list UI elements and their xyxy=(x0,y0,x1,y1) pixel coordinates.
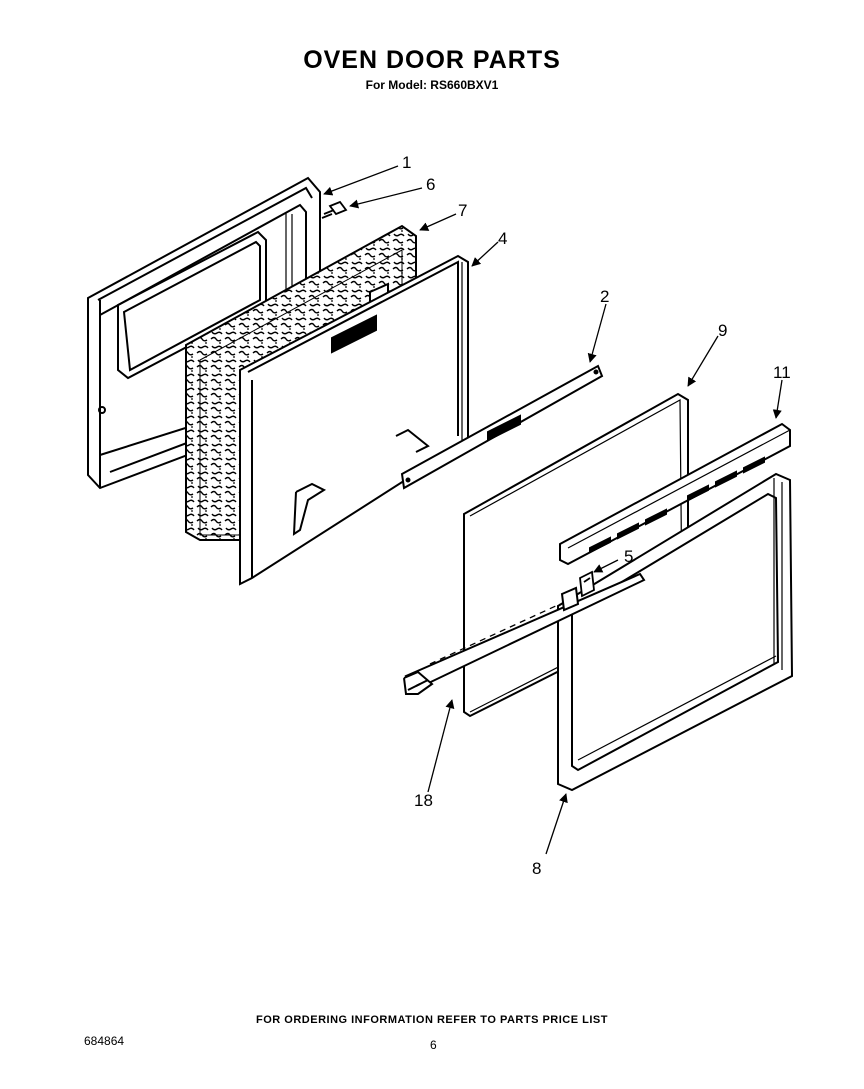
leader-lines xyxy=(323,165,783,855)
page-number: 6 xyxy=(430,1038,437,1052)
screw-part xyxy=(321,200,348,219)
callout-8: 8 xyxy=(532,859,541,878)
callout-2: 2 xyxy=(600,287,609,306)
callout-18: 18 xyxy=(414,791,433,810)
callout-9: 9 xyxy=(718,321,727,340)
model-subtitle: For Model: RS660BXV1 xyxy=(365,78,499,92)
inner-door-panel xyxy=(239,254,469,586)
callout-7: 7 xyxy=(458,201,467,220)
door-channel xyxy=(400,364,604,490)
callout-6: 6 xyxy=(426,175,435,194)
callout-1: 1 xyxy=(402,153,411,172)
callout-11: 11 xyxy=(773,363,791,382)
clip-part xyxy=(579,570,595,598)
hinge-rod xyxy=(403,572,646,695)
ordering-note: FOR ORDERING INFORMATION REFER TO PARTS … xyxy=(256,1014,608,1026)
door-frame xyxy=(557,472,794,792)
callout-5: 5 xyxy=(624,547,633,566)
vent-trim xyxy=(559,422,791,566)
page-title: OVEN DOOR PARTS xyxy=(303,46,561,74)
document-number: 684864 xyxy=(84,1034,125,1048)
callout-4: 4 xyxy=(498,229,507,248)
